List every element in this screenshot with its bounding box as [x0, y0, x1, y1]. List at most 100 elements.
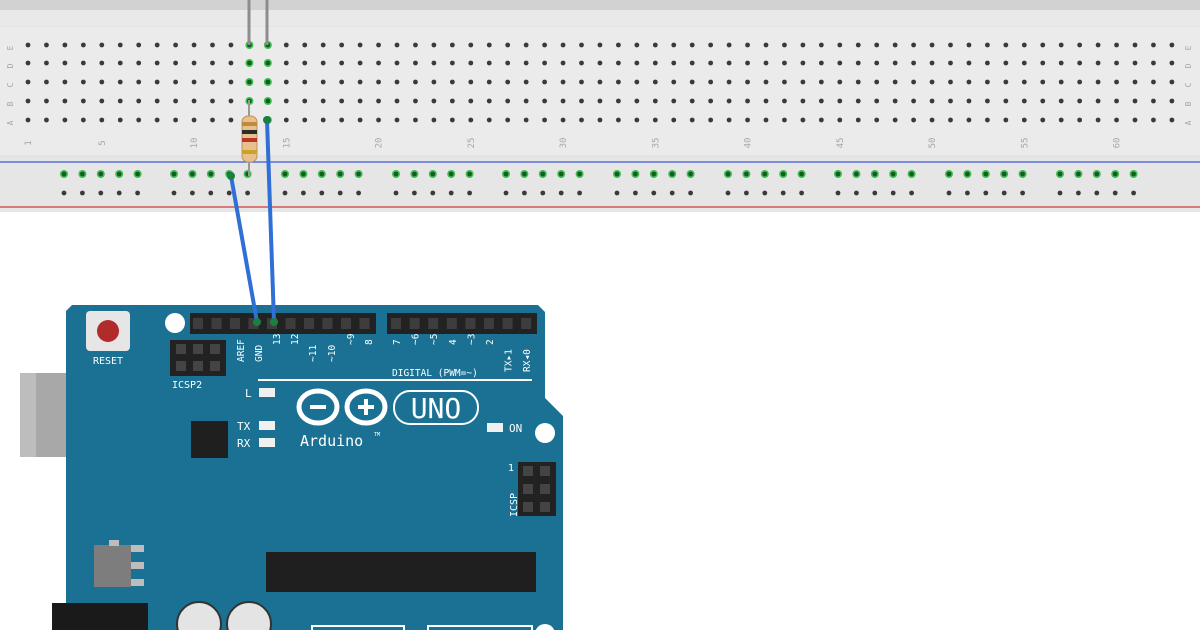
breadboard-hole[interactable]	[1021, 60, 1027, 66]
breadboard-hole[interactable]	[1040, 117, 1046, 123]
breadboard-hole[interactable]	[117, 42, 123, 48]
breadboard-hole[interactable]	[542, 117, 547, 123]
breadboard-hole[interactable]	[1021, 117, 1027, 123]
rail-hole[interactable]	[208, 190, 214, 196]
breadboard-hole[interactable]	[449, 60, 455, 66]
breadboard-hole[interactable]	[837, 117, 843, 123]
breadboard-hole[interactable]	[597, 79, 603, 85]
reset-button-cap[interactable]	[97, 320, 119, 342]
breadboard-hole[interactable]	[800, 60, 806, 66]
rail-hole[interactable]	[135, 171, 141, 177]
breadboard-hole[interactable]	[911, 117, 916, 123]
breadboard-hole[interactable]	[634, 42, 640, 48]
rail-hole[interactable]	[1076, 190, 1081, 196]
breadboard-hole[interactable]	[413, 79, 418, 85]
breadboard-hole[interactable]	[763, 60, 769, 66]
breadboard-hole[interactable]	[1003, 60, 1009, 66]
rail-hole[interactable]	[80, 190, 85, 196]
rail-hole[interactable]	[1076, 171, 1081, 177]
breadboard-hole[interactable]	[560, 60, 566, 66]
breadboard-hole[interactable]	[745, 42, 750, 48]
header-pin-socket[interactable]	[521, 318, 532, 329]
breadboard-hole[interactable]	[468, 98, 474, 104]
breadboard-hole[interactable]	[874, 79, 880, 85]
rail-hole[interactable]	[393, 190, 399, 196]
breadboard-hole[interactable]	[726, 60, 732, 66]
breadboard-hole[interactable]	[486, 79, 492, 85]
breadboard-hole[interactable]	[560, 42, 566, 48]
breadboard-hole[interactable]	[818, 60, 824, 66]
breadboard-hole[interactable]	[1169, 60, 1175, 66]
breadboard-hole[interactable]	[173, 117, 179, 123]
rail-hole[interactable]	[503, 190, 509, 196]
rail-hole[interactable]	[762, 190, 768, 196]
breadboard-hole[interactable]	[560, 117, 566, 123]
breadboard-hole[interactable]	[99, 117, 105, 123]
breadboard-hole[interactable]	[837, 79, 843, 85]
breadboard-hole[interactable]	[431, 79, 437, 85]
rail-hole[interactable]	[669, 190, 675, 196]
breadboard-hole[interactable]	[62, 98, 68, 104]
breadboard-hole[interactable]	[948, 117, 953, 123]
rail-hole[interactable]	[1057, 190, 1063, 196]
breadboard-hole[interactable]	[117, 117, 123, 123]
breadboard-hole[interactable]	[191, 117, 197, 123]
rail-hole[interactable]	[337, 171, 343, 177]
breadboard-hole[interactable]	[1132, 42, 1138, 48]
breadboard-hole[interactable]	[874, 117, 880, 123]
rail-hole[interactable]	[558, 190, 564, 196]
breadboard-hole[interactable]	[1003, 42, 1009, 48]
breadboard-hole[interactable]	[468, 60, 474, 66]
breadboard-hole[interactable]	[966, 79, 972, 85]
breadboard-hole[interactable]	[376, 117, 381, 123]
breadboard-hole[interactable]	[468, 42, 474, 48]
breadboard-hole[interactable]	[173, 79, 179, 85]
rail-hole[interactable]	[983, 190, 989, 196]
breadboard-hole[interactable]	[154, 42, 160, 48]
rail-hole[interactable]	[540, 171, 546, 177]
breadboard-hole[interactable]	[1095, 79, 1101, 85]
rail-hole[interactable]	[633, 190, 638, 196]
breadboard-hole[interactable]	[449, 42, 455, 48]
breadboard-hole[interactable]	[431, 60, 437, 66]
rail-hole[interactable]	[983, 171, 989, 177]
rail-hole[interactable]	[301, 190, 306, 196]
breadboard-hole[interactable]	[782, 42, 787, 48]
breadboard-hole[interactable]	[579, 79, 584, 85]
rail-hole[interactable]	[1094, 190, 1100, 196]
breadboard-hole[interactable]	[579, 98, 584, 104]
rail-hole[interactable]	[946, 171, 952, 177]
rail-hole[interactable]	[835, 171, 841, 177]
rail-hole[interactable]	[1131, 171, 1136, 177]
breadboard-hole[interactable]	[80, 79, 86, 85]
breadboard-hole[interactable]	[1132, 117, 1138, 123]
breadboard-hole[interactable]	[892, 60, 898, 66]
rail-hole[interactable]	[430, 171, 436, 177]
breadboard-hole[interactable]	[99, 60, 105, 66]
rail-hole[interactable]	[688, 190, 693, 196]
breadboard-hole[interactable]	[523, 42, 529, 48]
breadboard-hole[interactable]	[763, 117, 769, 123]
breadboard-hole[interactable]	[265, 60, 271, 66]
breadboard-hole[interactable]	[99, 42, 105, 48]
rail-hole[interactable]	[872, 190, 878, 196]
rail-hole[interactable]	[651, 190, 657, 196]
breadboard-hole[interactable]	[911, 98, 916, 104]
breadboard-hole[interactable]	[708, 60, 714, 66]
rail-hole[interactable]	[522, 190, 527, 196]
breadboard-hole[interactable]	[745, 117, 750, 123]
breadboard-hole[interactable]	[874, 42, 880, 48]
breadboard-hole[interactable]	[505, 98, 511, 104]
breadboard-hole[interactable]	[228, 117, 234, 123]
breadboard-hole[interactable]	[1058, 42, 1064, 48]
breadboard-hole[interactable]	[1151, 79, 1156, 85]
breadboard-hole[interactable]	[413, 42, 418, 48]
breadboard-hole[interactable]	[468, 79, 474, 85]
rail-hole[interactable]	[171, 190, 177, 196]
rail-hole[interactable]	[393, 171, 399, 177]
breadboard-hole[interactable]	[874, 60, 880, 66]
breadboard-hole[interactable]	[44, 98, 49, 104]
breadboard-hole[interactable]	[616, 98, 621, 104]
breadboard-hole[interactable]	[1151, 42, 1156, 48]
breadboard-hole[interactable]	[708, 42, 714, 48]
